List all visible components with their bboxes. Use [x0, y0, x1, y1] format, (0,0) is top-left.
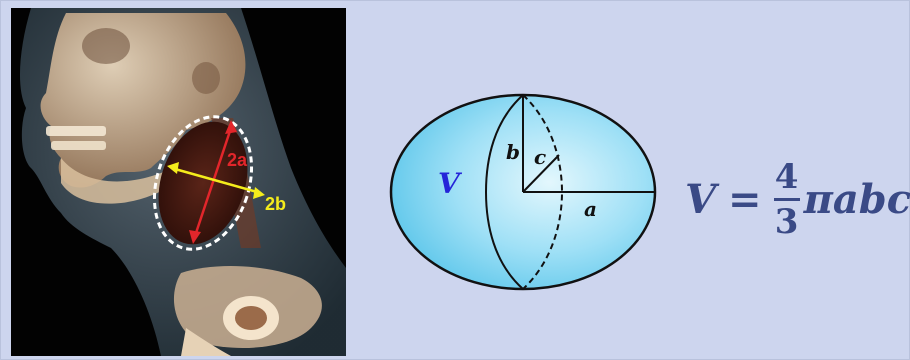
- volume-formula: V = 4 3 πabc: [685, 149, 910, 249]
- ct-scan-illustration: 2a 2b: [11, 8, 346, 356]
- formula-denominator: 3: [775, 205, 799, 239]
- label-2a: 2a: [227, 150, 248, 170]
- formula-equals: =: [728, 176, 762, 223]
- axis-a-label: a: [584, 197, 597, 221]
- orbit: [82, 28, 130, 64]
- volume-label: V: [438, 167, 463, 200]
- ct-scan-image: 2a 2b: [11, 8, 346, 356]
- formula-numerator: 4: [775, 160, 799, 194]
- fraction-bar: [774, 198, 800, 201]
- formula-lhs: V: [685, 176, 716, 223]
- formula-fraction: 4 3: [774, 160, 800, 239]
- ear-canal: [192, 62, 220, 94]
- ellipsoid-diagram: V b c a: [386, 81, 671, 306]
- label-2b: 2b: [265, 194, 286, 214]
- axis-b-label: b: [506, 140, 520, 164]
- formula-rhs: πabc: [804, 176, 910, 223]
- axis-c-label: c: [534, 145, 546, 169]
